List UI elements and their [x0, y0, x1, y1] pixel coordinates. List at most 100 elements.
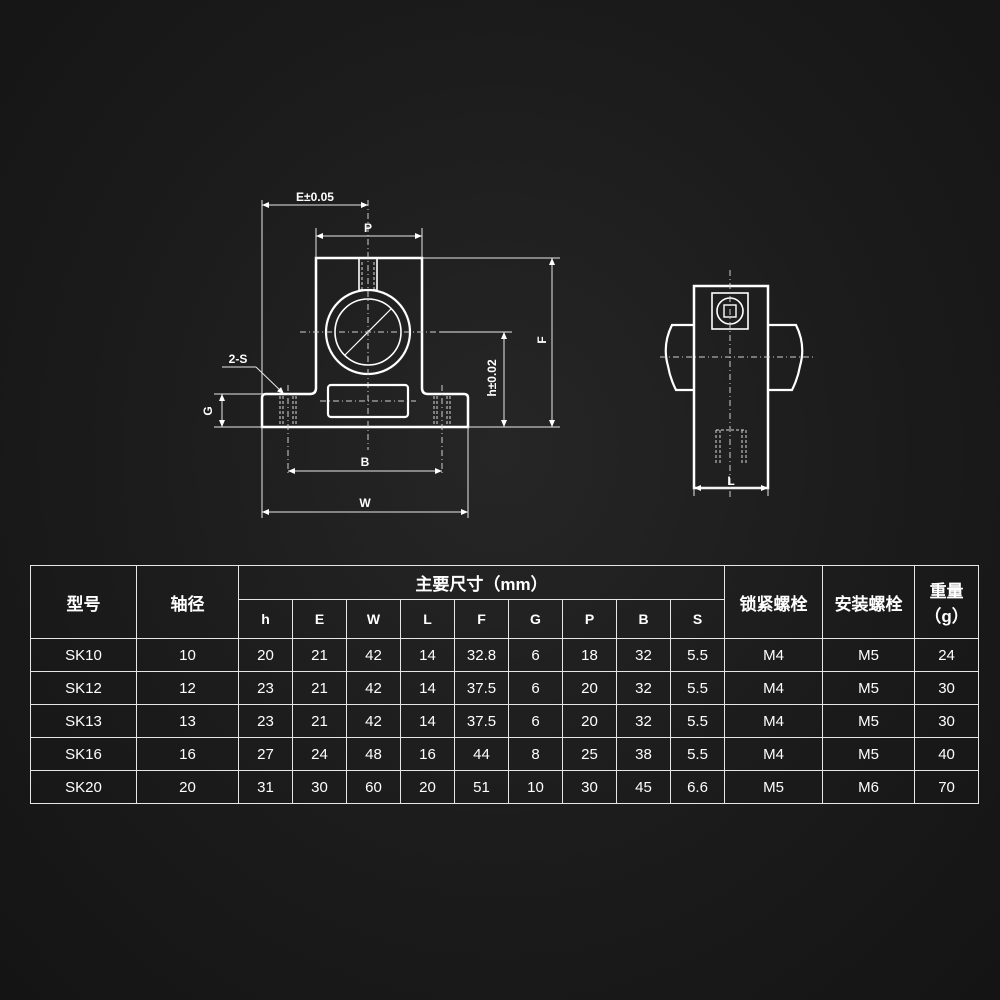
- cell-mount: M5: [822, 671, 916, 705]
- cell-model: SK10: [30, 638, 137, 672]
- label-F: F: [535, 336, 549, 343]
- header-dim-W: W: [346, 599, 401, 639]
- cell-G: 10: [508, 770, 563, 804]
- label-W: W: [359, 496, 371, 510]
- cell-shaft: 13: [136, 704, 239, 738]
- header-weight: 重量 （g）: [914, 565, 980, 639]
- cell-model: SK16: [30, 737, 137, 771]
- cell-S: 6.6: [669, 770, 726, 804]
- front-view: E±0.05 P 2-S G h±0.02 F B W: [201, 190, 560, 518]
- cell-W: 42: [346, 704, 401, 738]
- header-dim-P: P: [562, 599, 617, 639]
- header-dim-L: L: [400, 599, 455, 639]
- header-dim-S: S: [669, 599, 726, 639]
- cell-F: 37.5: [454, 671, 509, 705]
- cell-B: 32: [616, 638, 671, 672]
- cell-weight: 30: [914, 671, 980, 705]
- cell-F: 37.5: [454, 704, 509, 738]
- cell-L: 16: [400, 737, 455, 771]
- cell-S: 5.5: [669, 704, 726, 738]
- cell-W: 42: [346, 638, 401, 672]
- cell-E: 21: [292, 671, 347, 705]
- cell-P: 20: [562, 671, 617, 705]
- cell-weight: 70: [914, 770, 980, 804]
- cell-F: 32.8: [454, 638, 509, 672]
- cell-weight: 30: [914, 704, 980, 738]
- label-P: P: [364, 221, 372, 235]
- cell-shaft: 12: [136, 671, 239, 705]
- cell-B: 38: [616, 737, 671, 771]
- cell-weight: 40: [914, 737, 980, 771]
- technical-drawing: E±0.05 P 2-S G h±0.02 F B W L: [201, 190, 815, 518]
- cell-P: 30: [562, 770, 617, 804]
- cell-lock: M4: [724, 704, 824, 738]
- cell-S: 5.5: [669, 737, 726, 771]
- label-E: E±0.05: [296, 190, 334, 204]
- cell-L: 14: [400, 638, 455, 672]
- cell-W: 48: [346, 737, 401, 771]
- cell-model: SK20: [30, 770, 137, 804]
- cell-B: 45: [616, 770, 671, 804]
- cell-lock: M4: [724, 671, 824, 705]
- header-dim-E: E: [292, 599, 347, 639]
- header-mount-bolt: 安装螺栓: [822, 565, 916, 639]
- cell-lock: M5: [724, 770, 824, 804]
- header-lock-bolt: 锁紧螺栓: [724, 565, 824, 639]
- header-weight-line2: （g）: [924, 607, 969, 626]
- header-shaft: 轴径: [136, 565, 239, 639]
- cell-lock: M4: [724, 737, 824, 771]
- cell-W: 42: [346, 671, 401, 705]
- label-L: L: [727, 474, 734, 488]
- cell-P: 25: [562, 737, 617, 771]
- cell-mount: M5: [822, 737, 916, 771]
- cell-P: 20: [562, 704, 617, 738]
- cell-W: 60: [346, 770, 401, 804]
- cell-E: 21: [292, 704, 347, 738]
- label-S: 2-S: [229, 352, 248, 366]
- cell-mount: M6: [822, 770, 916, 804]
- cell-G: 6: [508, 671, 563, 705]
- cell-G: 8: [508, 737, 563, 771]
- cell-h: 27: [238, 737, 293, 771]
- cell-L: 14: [400, 704, 455, 738]
- cell-S: 5.5: [669, 638, 726, 672]
- cell-F: 51: [454, 770, 509, 804]
- label-h: h±0.02: [485, 359, 499, 397]
- cell-E: 21: [292, 638, 347, 672]
- cell-h: 23: [238, 704, 293, 738]
- cell-model: SK12: [30, 671, 137, 705]
- right-mount-hole: [433, 385, 451, 475]
- cell-shaft: 10: [136, 638, 239, 672]
- header-weight-line1: 重量: [929, 582, 964, 601]
- header-model: 型号: [30, 565, 137, 639]
- header-dim-F: F: [454, 599, 509, 639]
- cell-S: 5.5: [669, 671, 726, 705]
- left-mount-hole: [279, 385, 297, 475]
- label-B: B: [361, 455, 370, 469]
- cell-E: 30: [292, 770, 347, 804]
- cell-h: 31: [238, 770, 293, 804]
- cell-mount: M5: [822, 638, 916, 672]
- cell-h: 23: [238, 671, 293, 705]
- cell-P: 18: [562, 638, 617, 672]
- header-main-dims: 主要尺寸（mm）: [237, 565, 726, 600]
- header-dim-B: B: [616, 599, 671, 639]
- cell-shaft: 20: [136, 770, 239, 804]
- header-dim-h: h: [238, 599, 293, 639]
- cell-model: SK13: [30, 704, 137, 738]
- cell-L: 14: [400, 671, 455, 705]
- cell-G: 6: [508, 704, 563, 738]
- cell-E: 24: [292, 737, 347, 771]
- cell-lock: M4: [724, 638, 824, 672]
- cell-mount: M5: [822, 704, 916, 738]
- header-dim-G: G: [508, 599, 563, 639]
- side-view: L: [660, 270, 815, 500]
- cell-F: 44: [454, 737, 509, 771]
